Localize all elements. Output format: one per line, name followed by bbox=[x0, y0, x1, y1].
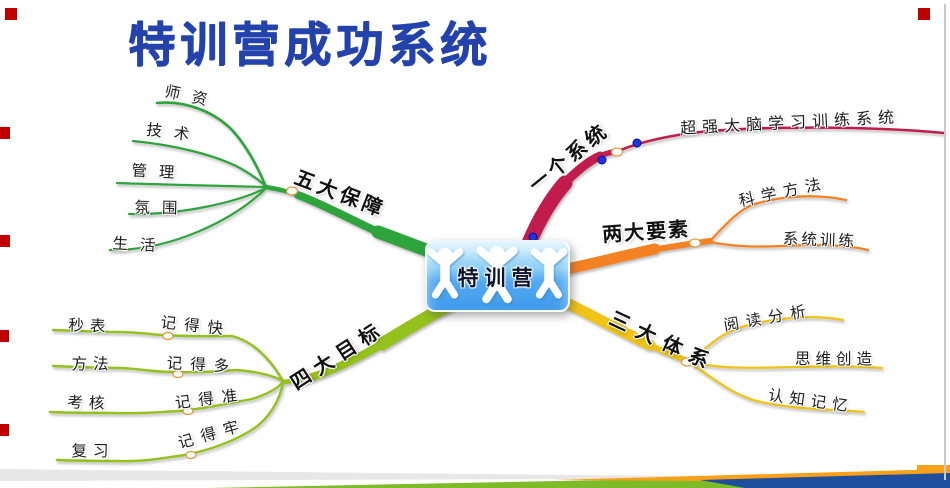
edge-mark-left-2 bbox=[0, 235, 10, 247]
label-system-training[interactable]: 系统训练 bbox=[782, 230, 858, 251]
label-atmosphere[interactable]: 氛围 bbox=[134, 199, 190, 218]
edge-mark-left-4 bbox=[0, 424, 9, 436]
label-life[interactable]: 生活 bbox=[112, 235, 168, 256]
blue-dots bbox=[528, 138, 642, 242]
swoosh-orange-tab bbox=[917, 465, 950, 473]
branch-three-systems bbox=[557, 295, 884, 414]
label-method[interactable]: 方法 bbox=[71, 356, 115, 373]
edge-mark-left-1 bbox=[0, 127, 10, 139]
label-review[interactable]: 复习 bbox=[71, 443, 115, 460]
label-stopwatch[interactable]: 秒表 bbox=[68, 317, 112, 336]
label-thinking-creation[interactable]: 思维创造 bbox=[794, 351, 878, 368]
label-remember-more[interactable]: 记得多 bbox=[166, 355, 238, 376]
branch-five-guarantees bbox=[108, 101, 447, 262]
label-assessment[interactable]: 考核 bbox=[67, 394, 111, 413]
corner-mark-top-right bbox=[918, 8, 930, 20]
fork-beads bbox=[162, 147, 702, 460]
swoosh-blue-wedge bbox=[700, 473, 950, 488]
bottom-swoosh bbox=[0, 465, 950, 488]
page-title: 特训营成功系统 bbox=[128, 18, 492, 71]
central-topic-label: 特训营 bbox=[457, 266, 539, 290]
branch-label-two-elements[interactable]: 两大要素 bbox=[601, 218, 691, 247]
label-management[interactable]: 管理 bbox=[131, 162, 187, 183]
branch-two-elements bbox=[561, 195, 870, 275]
edge-mark-left-3 bbox=[0, 330, 9, 342]
corner-mark-top-left bbox=[5, 8, 17, 20]
slide-edge-line bbox=[944, 4, 946, 480]
